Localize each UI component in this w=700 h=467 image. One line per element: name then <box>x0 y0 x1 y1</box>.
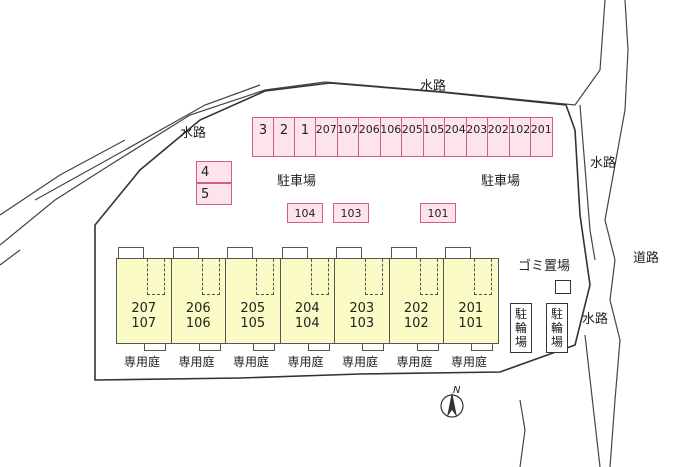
boundary-line <box>34 84 261 201</box>
unit-number-lower: 102 <box>403 316 429 331</box>
parking-spot-top-6: 106 <box>379 117 402 157</box>
private-garden-label: 専用庭 <box>396 355 433 369</box>
unit-step <box>307 343 330 351</box>
parking-spot-top-8: 105 <box>422 117 445 157</box>
road-label: 道路 <box>633 251 660 266</box>
private-garden-label: 専用庭 <box>123 355 160 369</box>
parking-spot-top-13: 201 <box>530 117 553 157</box>
garbage-box <box>555 280 571 294</box>
north-arrow-icon <box>447 392 457 417</box>
bicycle-parking-label-2: 駐輪場 <box>546 303 568 353</box>
parking-spot-top-12: 102 <box>508 117 531 157</box>
private-garden-label: 専用庭 <box>178 355 215 369</box>
boundary-line <box>584 334 601 467</box>
parking-spot-left-0: 4 <box>196 161 232 183</box>
private-garden-label: 専用庭 <box>232 355 269 369</box>
unit-number-lower: 104 <box>294 316 320 331</box>
parking-spot-mid-0: 104 <box>287 203 323 223</box>
unit-number-upper: 202 <box>403 301 429 316</box>
unit-step <box>253 343 275 351</box>
parking-left-label: 駐車場 <box>277 174 317 189</box>
stair-outline <box>256 259 274 295</box>
boundary-line <box>0 0 606 246</box>
parking-spot-top-0: 3 <box>252 117 274 157</box>
private-garden-label: 専用庭 <box>450 355 487 369</box>
stair-outline <box>310 259 329 295</box>
garbage-area-label: ゴミ置場 <box>518 259 571 274</box>
stair-outline <box>147 259 165 295</box>
parking-spot-top-11: 202 <box>487 117 510 157</box>
boundary-line <box>579 104 596 261</box>
private-garden-label: 専用庭 <box>341 355 378 369</box>
unit-number-lower: 106 <box>185 316 211 331</box>
stair-outline <box>201 259 220 295</box>
parking-spot-top-10: 203 <box>465 117 488 157</box>
stair-outline <box>474 259 492 295</box>
unit-number-upper: 201 <box>458 301 484 316</box>
private-garden-label: 専用庭 <box>287 355 324 369</box>
parking-right-label: 駐車場 <box>481 174 521 189</box>
parking-spot-left-1: 5 <box>196 183 232 205</box>
parking-spot-top-4: 107 <box>336 117 359 157</box>
parking-spot-mid-2: 101 <box>420 203 456 223</box>
unit-number-upper: 203 <box>349 301 375 316</box>
parking-spot-mid-1: 103 <box>333 203 369 223</box>
stair-outline <box>419 259 438 295</box>
waterway-left-label: 水路 <box>180 126 207 141</box>
parking-spot-top-7: 205 <box>401 117 424 157</box>
boundary-line <box>519 399 526 467</box>
stair-outline <box>365 259 383 295</box>
unit-number-lower: 105 <box>240 316 266 331</box>
unit-number-upper: 207 <box>131 301 157 316</box>
unit-step <box>362 343 384 351</box>
north-label: N <box>453 385 461 396</box>
unit-step <box>416 343 439 351</box>
waterway-top-label: 水路 <box>420 79 447 94</box>
parking-spot-top-1: 2 <box>273 117 295 157</box>
unit-number-upper: 205 <box>240 301 266 316</box>
parking-spot-top-2: 1 <box>294 117 316 157</box>
unit-number-lower: 101 <box>458 316 484 331</box>
parking-spot-top-9: 204 <box>444 117 467 157</box>
unit-number-upper: 204 <box>294 301 320 316</box>
boundary-line <box>0 249 21 266</box>
unit-number-lower: 107 <box>131 316 157 331</box>
unit-number-upper: 206 <box>185 301 211 316</box>
unit-step <box>198 343 221 351</box>
parking-spot-top-3: 207 <box>315 117 338 157</box>
bicycle-parking-label-1: 駐輪場 <box>510 303 532 353</box>
unit-step <box>144 343 166 351</box>
waterway-right-bottom-label: 水路 <box>582 312 609 327</box>
unit-step <box>471 343 493 351</box>
parking-spot-top-5: 206 <box>358 117 381 157</box>
unit-number-lower: 103 <box>349 316 375 331</box>
waterway-right-top-label: 水路 <box>590 156 617 171</box>
boundary-line <box>0 139 126 216</box>
boundary-line <box>604 0 629 467</box>
